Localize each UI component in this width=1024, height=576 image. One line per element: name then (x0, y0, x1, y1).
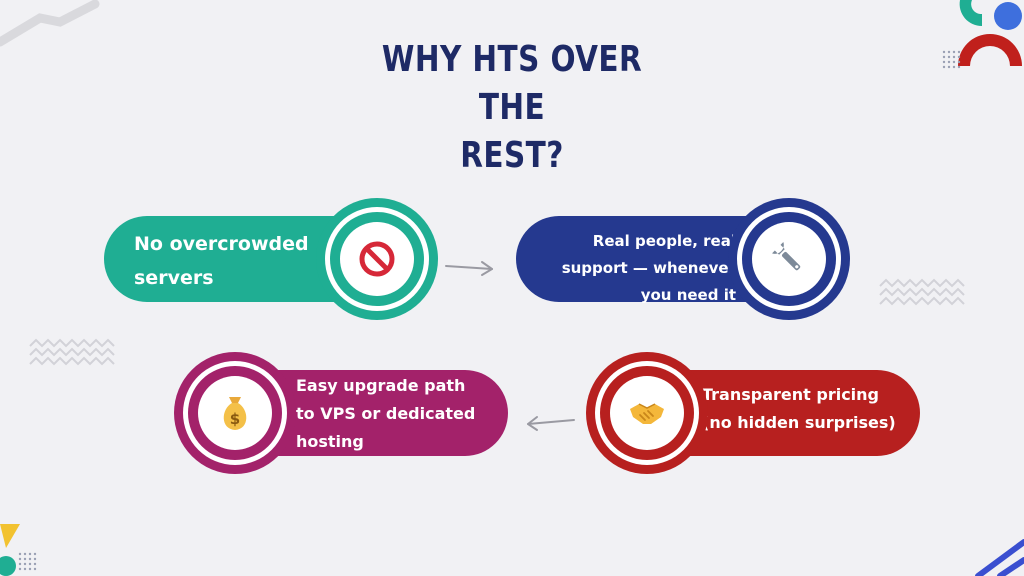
left-zigzag-decor (29, 338, 115, 366)
arrow-left-icon (527, 416, 575, 431)
bottom-right-brush-stroke (975, 539, 1024, 576)
title-line-1: WHY HTS OVER THE (381, 39, 643, 128)
card-icon-ring (728, 198, 850, 320)
title-line-2: REST? (460, 135, 564, 176)
bottom-left-shapes (0, 524, 37, 576)
card-icon-ring (586, 352, 708, 474)
card-line: hosting (296, 432, 364, 451)
card-line: (no hidden surprises) (702, 413, 896, 432)
money-bag-icon: $ (223, 397, 247, 430)
card-text: Transparent pricing (no hidden surprises… (702, 381, 912, 437)
top-left-brush-stroke (0, 0, 100, 47)
card-line: No overcrowded (134, 233, 309, 255)
card-line: to VPS or dedicated (296, 404, 476, 423)
no-entry-icon (359, 241, 395, 277)
svg-text:$: $ (230, 410, 240, 428)
card-icon-ring (316, 198, 438, 320)
card-icon-ring: $ (174, 352, 296, 474)
card-text: Easy upgrade path to VPS or dedicated ho… (296, 372, 501, 456)
right-zigzag-decor (879, 278, 965, 306)
card-line: you need it (640, 286, 736, 304)
card-text: Real people, real support — whenever you… (536, 228, 736, 309)
card-line: Easy upgrade path (296, 376, 466, 395)
handshake-icon (630, 403, 664, 424)
top-right-shapes (942, 0, 1022, 69)
slide-title: WHY HTS OVER THE REST? (348, 36, 676, 180)
card-line: Real people, real (592, 232, 736, 250)
card-line: Transparent pricing (702, 385, 879, 404)
wrench-icon (772, 242, 801, 271)
card-line: servers (134, 267, 214, 289)
arrow-right-icon (445, 261, 493, 276)
card-line: support — whenever (561, 259, 736, 277)
card-text: No overcrowded servers (134, 227, 344, 295)
